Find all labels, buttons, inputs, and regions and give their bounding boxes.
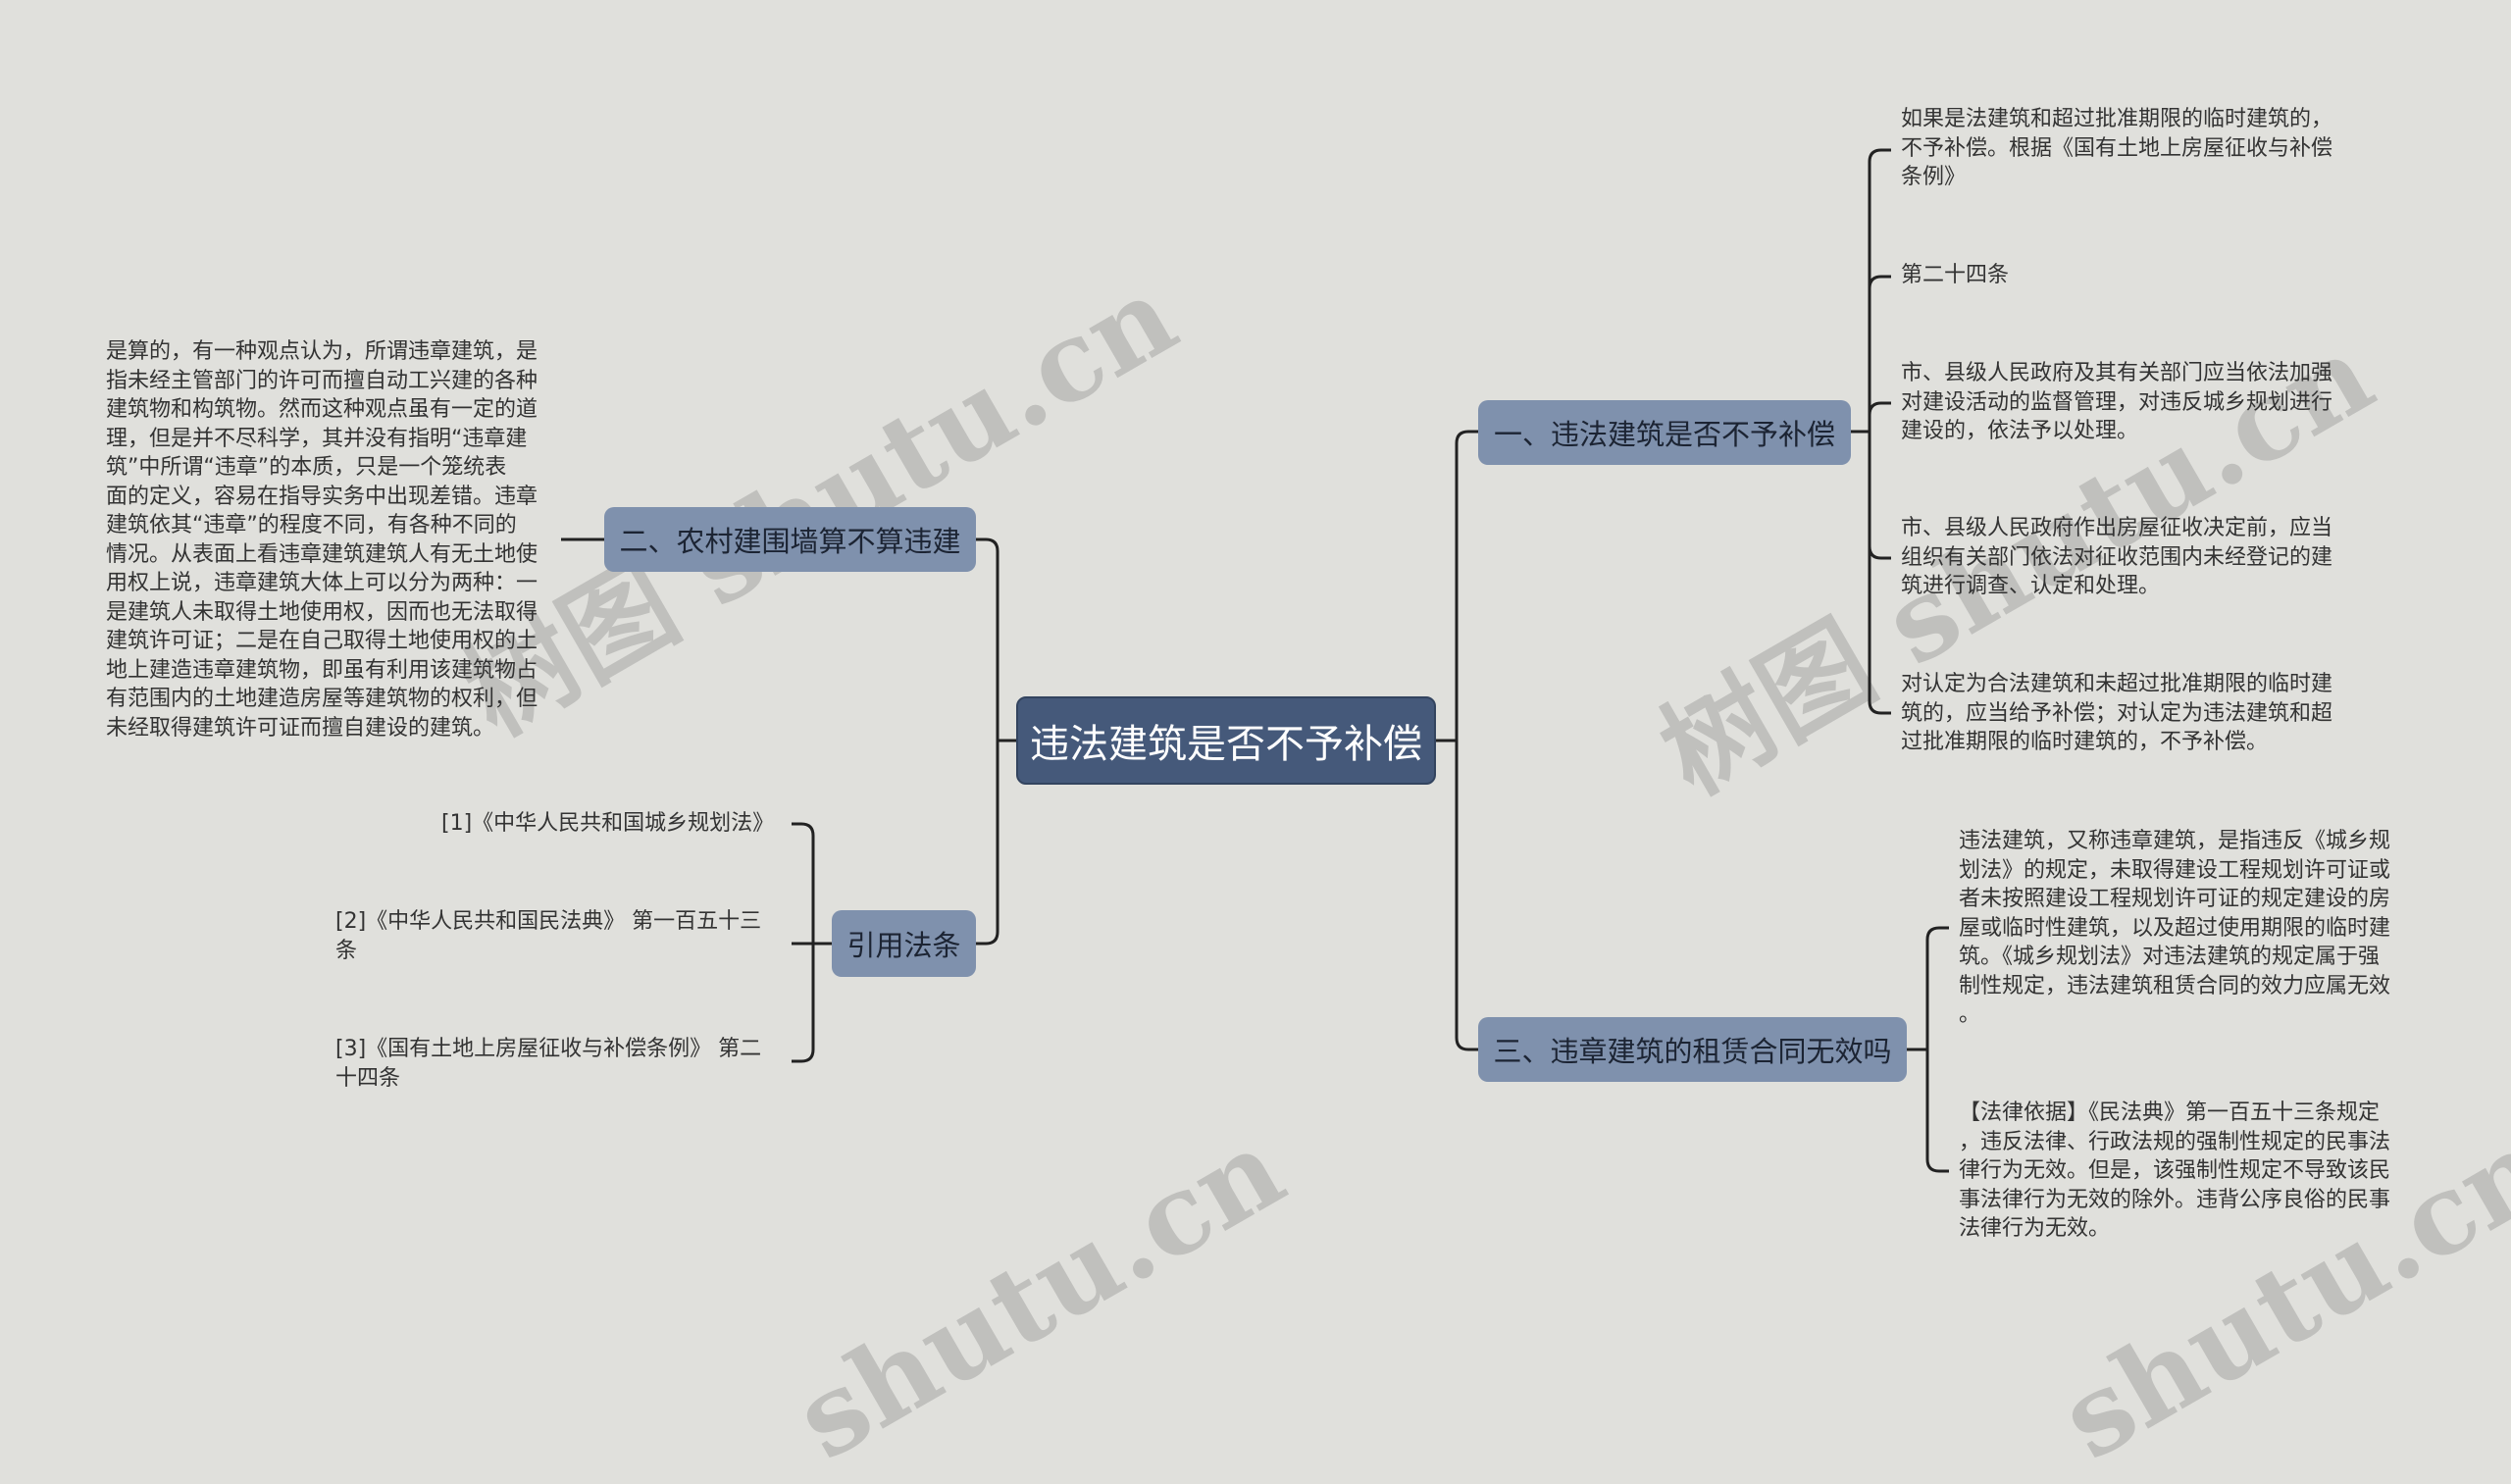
link-b3-leaves: [1925, 1049, 1949, 1173]
link-root-right: [1455, 741, 1478, 1051]
connector-lines: [561, 148, 1949, 1173]
leaf-line: 用权上说，违章建筑大体上可以分为两种：一: [106, 571, 538, 595]
leaf-line: 。: [1959, 1002, 1981, 1027]
leaf-line: [3]《国有土地上房屋征收与补偿条例》 第二: [335, 1037, 762, 1061]
leaf-line: 建筑物和构筑物。然而这种观点虽有一定的道: [106, 397, 538, 422]
leaf-line: 市、县级人民政府及其有关部门应当依法加强: [1901, 361, 2333, 385]
branch-topic-3[interactable]: 三、违章建筑的租赁合同无效吗: [1478, 1017, 1907, 1082]
leaf-line: 是建筑人未取得土地使用权，因而也无法取得: [106, 599, 538, 625]
root-topic-label: 违法建筑是否不予补偿: [1030, 722, 1422, 767]
leaf-line: 条例》: [1901, 165, 1967, 189]
leaf-line: 市、县级人民政府作出房屋征收决定前，应当: [1901, 516, 2333, 540]
leaf-line: 【法律依据】《民法典》第一百五十三条规定: [1959, 1100, 2381, 1125]
leaf-line: 组织有关部门依法对征收范围内未经登记的建: [1901, 544, 2333, 570]
leaf-topic-citation[interactable]: [1]《中华人民共和国城乡规划法》: [441, 809, 774, 839]
branch-topic-label: 二、农村建围墙算不算违建: [619, 525, 961, 558]
link-b1-leaves: [1868, 275, 1891, 289]
leaf-line: 如果是法建筑和超过批准期限的临时建筑的，: [1901, 107, 2333, 131]
leaf-topic[interactable]: 第二十四条: [1901, 261, 2009, 290]
leaf-line: ，违反法律、行政法规的强制性规定的民事法: [1959, 1129, 2391, 1154]
leaf-line: 对建设活动的监督管理，对违反城乡规划进行: [1901, 389, 2333, 415]
leaf-line: 划法》的规定，未取得建设工程规划许可证或: [1959, 857, 2391, 883]
leaf-line: 建设的，依法予以处理。: [1901, 419, 2139, 443]
leaf-topic-citation[interactable]: [2]《中华人民共和国民法典》 第一百五十三 条: [335, 907, 761, 965]
link-b3-leaves: [1925, 926, 1949, 1049]
leaf-topic[interactable]: 如果是法建筑和超过批准期限的临时建筑的， 不予补偿。根据《国有土地上房屋征收与补…: [1901, 105, 2332, 192]
leaf-line: 十四条: [335, 1065, 401, 1091]
leaf-line: 地上建造违章建筑物，即虽有利用该建筑物占: [106, 657, 538, 683]
leaf-line: 律行为无效。但是，该强制性规定不导致该民: [1959, 1158, 2391, 1183]
leaf-line: 第二十四条: [1901, 263, 2010, 287]
leaf-line: 法律行为无效。: [1959, 1216, 2111, 1241]
leaf-line: 未经取得建筑许可证而擅自建设的建筑。: [106, 715, 495, 741]
leaf-line: 违法建筑，又称违章建筑，是指违反《城乡规: [1959, 829, 2391, 853]
link-root-right: [1436, 430, 1478, 742]
link-root-left: [976, 741, 999, 946]
leaf-line: 条: [335, 938, 358, 963]
leaf-line: 对认定为合法建筑和未超过批准期限的临时建: [1901, 672, 2333, 696]
link-b1-leaves: [1868, 148, 1891, 432]
leaf-line: 是算的，有一种观点认为，所谓违章建筑，是: [106, 339, 538, 364]
leaf-line: 建筑许可证；二是在自己取得土地使用权的土: [106, 629, 538, 653]
leaf-topic[interactable]: 违法建筑，又称违章建筑，是指违反《城乡规 划法》的规定，未取得建设工程规划许可证…: [1959, 827, 2390, 1030]
leaf-line: 理，但是并不尽科学，其并没有指明“违章建: [106, 426, 528, 451]
leaf-line: 情况。从表面上看违章建筑建筑人有无土地使: [106, 541, 538, 567]
link-b1-leaves: [1868, 432, 1891, 715]
leaf-line: 建筑依其“违章”的程度不同，有各种不同的: [106, 513, 517, 537]
leaf-topic[interactable]: 对认定为合法建筑和未超过批准期限的临时建 筑的，应当给予补偿；对认定为违法建筑和…: [1901, 670, 2332, 757]
link-b1-leaves: [1868, 432, 1891, 560]
leaf-topic[interactable]: 市、县级人民政府作出房屋征收决定前，应当 组织有关部门依法对征收范围内未经登记的…: [1901, 514, 2332, 601]
link-b4-leaves: [792, 944, 815, 1063]
leaf-line: 不予补偿。根据《国有土地上房屋征收与补偿: [1901, 135, 2333, 161]
leaf-line: 筑。《城乡规划法》对违法建筑的规定属于强: [1959, 945, 2381, 969]
branch-topic-label: 引用法条: [846, 929, 961, 962]
link-b4-leaves: [792, 822, 815, 944]
leaf-line: 者未按照建设工程规划许可证的规定建设的房: [1959, 887, 2391, 911]
link-b1-leaves: [1868, 401, 1891, 443]
leaf-line: 面的定义，容易在指导实务中出现差错。违章: [106, 484, 538, 509]
leaf-line: [1]《中华人民共和国城乡规划法》: [441, 811, 775, 836]
leaf-topic[interactable]: 是算的，有一种观点认为，所谓违章建筑，是 指未经主管部门的许可而擅自动工兴建的各…: [106, 337, 538, 742]
leaf-line: 过批准期限的临时建筑的，不予补偿。: [1901, 730, 2269, 754]
leaf-topic[interactable]: 市、县级人民政府及其有关部门应当依法加强 对建设活动的监督管理，对违反城乡规划进…: [1901, 359, 2332, 446]
leaf-line: 事法律行为无效的除外。违背公序良俗的民事: [1959, 1187, 2391, 1212]
branch-topic-citations[interactable]: 引用法条: [832, 910, 976, 977]
branch-topic-2[interactable]: 二、农村建围墙算不算违建: [604, 507, 976, 572]
link-root-left: [976, 537, 1016, 742]
leaf-topic[interactable]: 【法律依据】《民法典》第一百五十三条规定 ，违反法律、行政法规的强制性规定的民事…: [1959, 1099, 2390, 1244]
leaf-line: 屋或临时性建筑，以及超过使用期限的临时建: [1959, 915, 2391, 941]
mindmap-canvas: 树图 shutu.cn 树图 shutu.cn shutu.cn shutu.c…: [106, 105, 2511, 1484]
leaf-line: 指未经主管部门的许可而擅自动工兴建的各种: [106, 368, 538, 393]
branch-topic-1[interactable]: 一、违法建筑是否不予补偿: [1478, 400, 1851, 465]
branch-topic-label: 三、违章建筑的租赁合同无效吗: [1493, 1035, 1892, 1068]
leaf-line: 制性规定，违法建筑租赁合同的效力应属无效: [1959, 973, 2391, 998]
root-topic[interactable]: 违法建筑是否不予补偿: [1016, 696, 1436, 785]
leaf-line: 筑进行调查、认定和处理。: [1901, 574, 2161, 598]
leaf-line: 筑”中所谓“违章”的本质，只是一个笼统表: [106, 455, 507, 480]
leaf-line: 有范围内的土地建造房屋等建筑物的权利，但: [106, 687, 538, 711]
leaf-line: [2]《中华人民共和国民法典》 第一百五十三: [335, 909, 762, 934]
leaf-topic-citation[interactable]: [3]《国有土地上房屋征收与补偿条例》 第二 十四条: [335, 1035, 761, 1093]
branch-topic-label: 一、违法建筑是否不予补偿: [1493, 418, 1835, 451]
leaf-line: 筑的，应当给予补偿；对认定为违法建筑和超: [1901, 700, 2333, 726]
